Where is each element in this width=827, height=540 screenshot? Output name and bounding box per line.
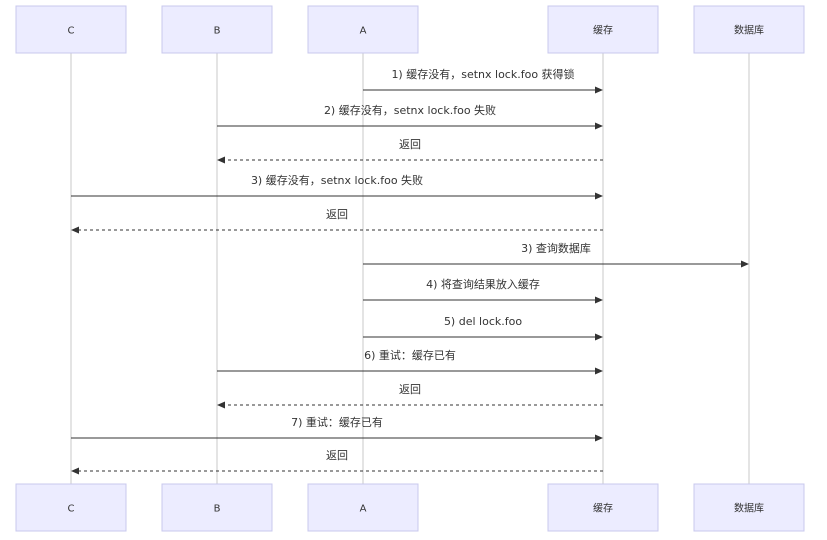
message-label: 1) 缓存没有，setnx lock.foo 获得锁 [391, 67, 574, 81]
participant-label: 数据库 [734, 24, 764, 37]
participant-label: B [214, 504, 221, 515]
participant-B-bottom: B [161, 483, 273, 532]
message-7: 4) 将查询结果放入缓存 [363, 277, 603, 304]
participant-label: 缓存 [593, 502, 613, 515]
arrowhead-icon [595, 333, 603, 341]
participant-box [547, 483, 659, 532]
message-2: 2) 缓存没有，setnx lock.foo 失败 [217, 103, 603, 130]
participants-top: C B A 缓存 数据库 [15, 5, 805, 54]
participant-label: C [68, 26, 75, 37]
participant-A-bottom: A [307, 483, 419, 532]
message-5: 返回 [71, 208, 603, 234]
message-6: 3) 查询数据库 [363, 241, 749, 268]
message-label: 返回 [399, 138, 421, 151]
message-label: 返回 [399, 383, 421, 396]
arrowhead-icon [595, 296, 603, 304]
arrowhead-icon [71, 467, 79, 475]
participant-db-bottom: 数据库 [693, 483, 805, 532]
participant-box [15, 5, 127, 54]
message-12: 返回 [71, 449, 603, 475]
arrowhead-icon [217, 156, 225, 164]
participant-cache-top: 缓存 [547, 5, 659, 54]
participant-box [547, 5, 659, 54]
arrowhead-icon [595, 192, 603, 200]
participant-box [307, 483, 419, 532]
message-label: 3) 缓存没有，setnx lock.foo 失败 [251, 173, 423, 187]
participant-db-top: 数据库 [693, 5, 805, 54]
participants-bottom: C B A 缓存 数据库 [15, 483, 805, 532]
message-label: 3) 查询数据库 [521, 241, 591, 255]
participant-label: A [360, 504, 367, 515]
participant-box [15, 483, 127, 532]
message-label: 返回 [326, 449, 348, 462]
participant-label: C [68, 504, 75, 515]
message-label: 6) 重试：缓存已有 [364, 348, 456, 362]
participant-B-top: B [161, 5, 273, 54]
lifelines [70, 53, 750, 484]
participant-label: B [214, 26, 221, 37]
participant-label: A [360, 26, 367, 37]
message-label: 4) 将查询结果放入缓存 [426, 277, 540, 291]
message-8: 5) del lock.foo [363, 315, 603, 341]
message-4: 3) 缓存没有，setnx lock.foo 失败 [71, 173, 603, 200]
message-9: 6) 重试：缓存已有 [217, 348, 603, 375]
participant-C-bottom: C [15, 483, 127, 532]
arrowhead-icon [595, 86, 603, 94]
arrowhead-icon [595, 122, 603, 130]
participant-box [693, 5, 805, 54]
messages: 1) 缓存没有，setnx lock.foo 获得锁 2) 缓存没有，setnx … [71, 67, 749, 475]
message-label: 7) 重试：缓存已有 [291, 415, 383, 429]
message-3: 返回 [217, 138, 603, 164]
arrowhead-icon [741, 260, 749, 268]
participant-cache-bottom: 缓存 [547, 483, 659, 532]
message-label: 5) del lock.foo [444, 315, 522, 328]
participant-box [693, 483, 805, 532]
arrowhead-icon [217, 401, 225, 409]
message-label: 返回 [326, 208, 348, 221]
arrowhead-icon [595, 367, 603, 375]
message-11: 7) 重试：缓存已有 [71, 415, 603, 442]
message-label: 2) 缓存没有，setnx lock.foo 失败 [324, 103, 496, 117]
message-10: 返回 [217, 383, 603, 409]
arrowhead-icon [71, 226, 79, 234]
participant-label: 数据库 [734, 502, 764, 515]
participant-C-top: C [15, 5, 127, 54]
participant-box [161, 5, 273, 54]
participant-label: 缓存 [593, 24, 613, 37]
message-1: 1) 缓存没有，setnx lock.foo 获得锁 [363, 67, 603, 94]
participant-A-top: A [307, 5, 419, 54]
participant-box [307, 5, 419, 54]
participant-box [161, 483, 273, 532]
arrowhead-icon [595, 434, 603, 442]
